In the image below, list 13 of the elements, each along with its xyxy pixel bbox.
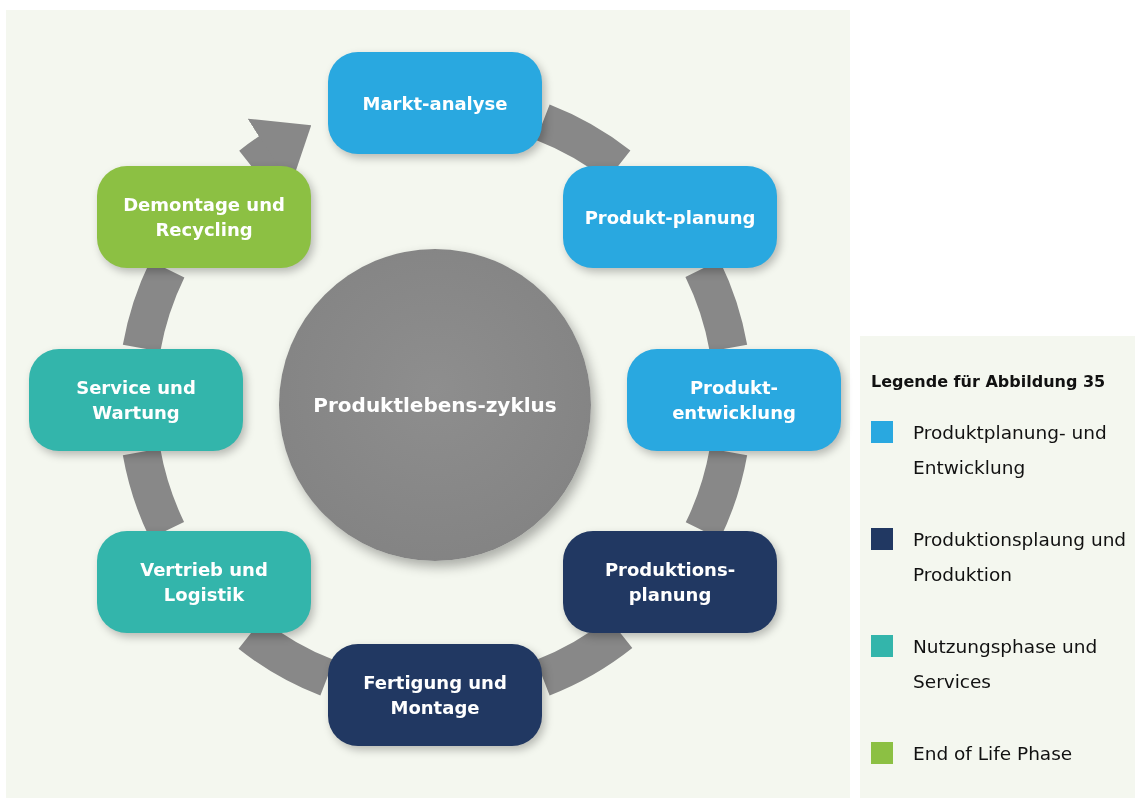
legend-text: End of Life Phase: [913, 742, 1074, 766]
phase-box: Produkt-planung: [563, 166, 777, 268]
phase-box: Produkt-entwicklung: [627, 349, 841, 451]
phase-box: Fertigung und Montage: [328, 644, 542, 746]
phase-box: Demontage und Recycling: [97, 166, 311, 268]
legend-title: Legende für Abbildung 35: [871, 372, 1106, 391]
legend-text: Nutzungsphase und Services: [913, 635, 1099, 694]
phase-box: Produktions-planung: [563, 531, 777, 633]
phase-box: Markt-analyse: [328, 52, 542, 154]
legend-text: Produktplanung- und Entwicklung: [913, 421, 1108, 480]
phase-box: Vertrieb und Logistik: [97, 531, 311, 633]
phase-box: Service und Wartung: [29, 349, 243, 451]
legend-text: Produktionsplaung und Produktion: [913, 528, 1128, 587]
